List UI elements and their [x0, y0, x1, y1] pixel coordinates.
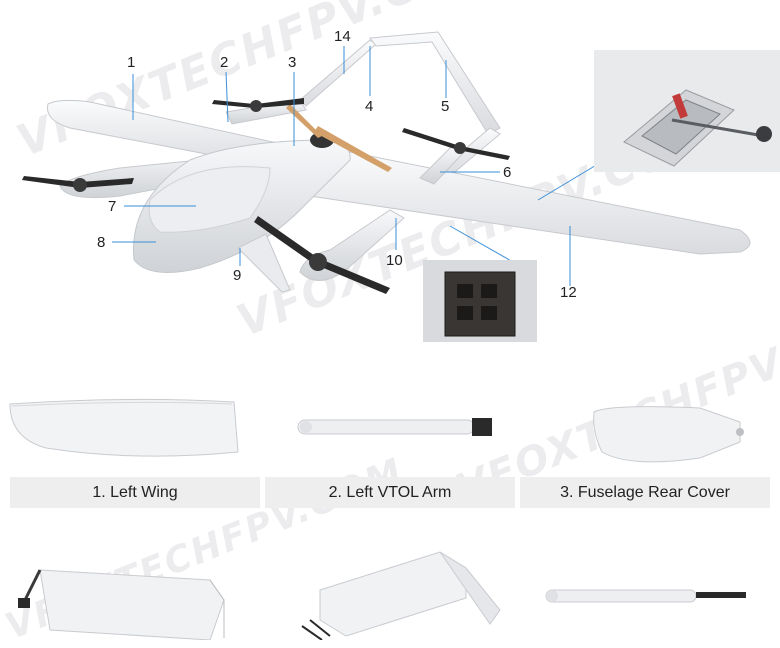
pusher-propeller	[314, 126, 392, 172]
callout-1: 1	[127, 54, 136, 71]
propeller-front-left	[22, 176, 134, 192]
part-caption-left-vtol-arm: 2. Left VTOL Arm	[265, 477, 515, 508]
callout-6: 6	[503, 164, 512, 181]
callout-14: 14	[334, 28, 351, 45]
part-caption-left-wing: 1. Left Wing	[10, 477, 260, 508]
tail-boom	[299, 39, 377, 107]
pusher-propeller	[286, 104, 322, 138]
left-wing-image	[9, 398, 239, 457]
callout-3: 3	[288, 54, 297, 71]
tail-section-image	[18, 569, 225, 640]
leader-lines	[112, 46, 599, 286]
propeller-front-right	[254, 216, 390, 294]
part-caption-fuselage-rear-cover: 3. Fuselage Rear Cover	[520, 477, 770, 508]
callout-10: 10	[386, 252, 403, 269]
callout-9: 9	[233, 267, 242, 284]
callout-8: 8	[97, 234, 106, 251]
landing-gear	[237, 233, 291, 293]
callout-7: 7	[108, 198, 117, 215]
inset-servo-detail	[594, 50, 780, 172]
left-vtol-arm-image	[297, 418, 492, 436]
callout-12: 12	[560, 284, 577, 301]
fuselage-rear-cover-image	[593, 406, 744, 463]
drone-illustration	[22, 31, 751, 294]
callout-4: 4	[365, 98, 374, 115]
callout-5: 5	[441, 98, 450, 115]
v-tail	[369, 31, 501, 135]
callout-2: 2	[220, 54, 229, 71]
propeller-rear-right	[402, 128, 510, 160]
v-tail-image	[301, 551, 501, 640]
inset-vent-plate	[423, 260, 537, 342]
canopy	[148, 166, 271, 233]
right-wing	[268, 149, 751, 255]
propeller-rear-left	[212, 98, 304, 112]
right-vtol-arm-image	[545, 589, 746, 603]
